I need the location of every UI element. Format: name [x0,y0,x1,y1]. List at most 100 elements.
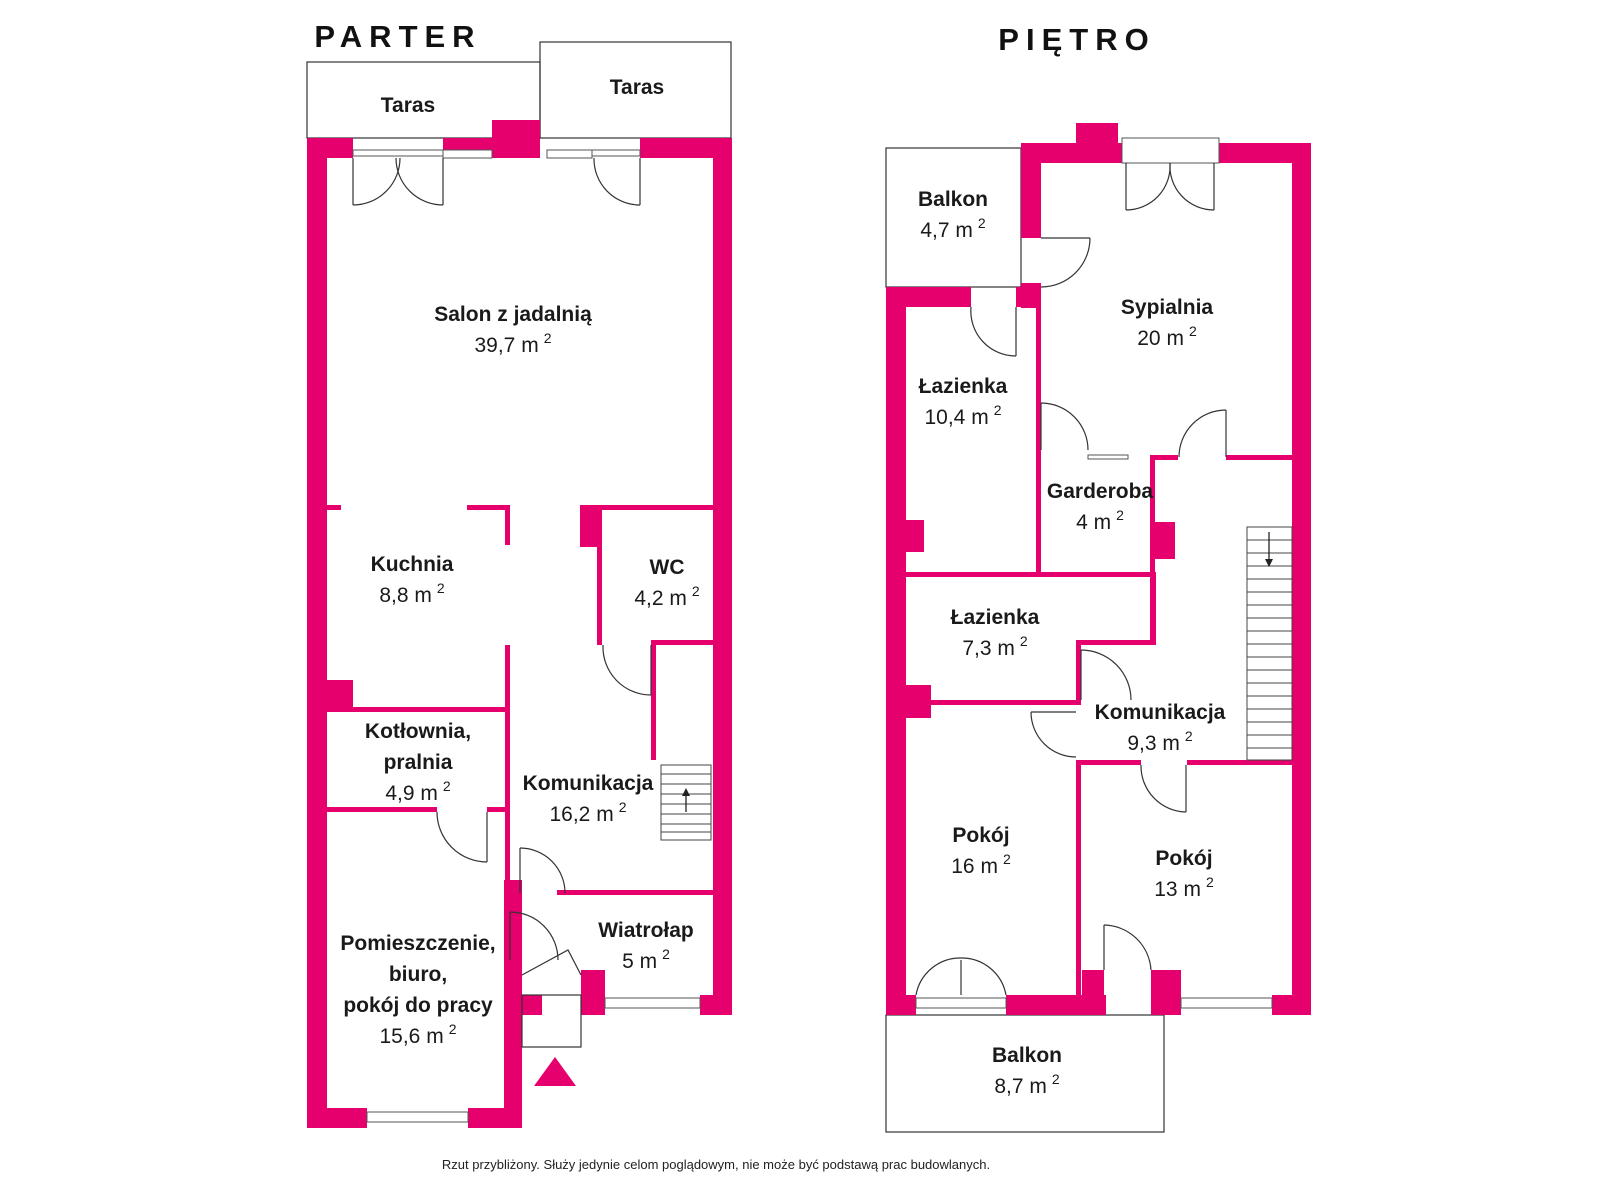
wall-top [1219,143,1311,163]
area-exponent: 2 [619,799,627,815]
wall [505,505,510,545]
wall [1006,995,1106,1015]
area-unit: m [596,803,614,826]
wall-left [307,138,327,1128]
room-name-taras2: Taras [610,76,664,99]
wall [906,995,916,1015]
area-unit: m [955,219,973,242]
door [1040,402,1089,451]
area-exponent: 2 [544,330,552,346]
wall-bottom [327,1108,367,1128]
room-name-lazienka1: Łazienka [919,375,1008,398]
window [1087,454,1129,460]
window [604,997,701,1009]
area-value: 16 [951,855,980,878]
area-unit: m [426,1025,444,1048]
area-value: 5 [622,950,640,973]
wall [327,707,510,712]
area-exponent: 2 [1116,507,1124,523]
area-value: 4 [1076,511,1094,534]
window [366,1111,469,1123]
area-exponent: 2 [692,583,700,599]
wall [581,970,605,1015]
wall [640,138,731,158]
wall [1082,970,1104,1015]
door [915,957,1007,996]
wall-right [1292,143,1311,1015]
area-value: 4,7 [920,219,955,242]
area-unit: m [669,587,687,610]
wall [906,700,1081,705]
window [1121,137,1220,164]
area-exponent: 2 [449,1021,457,1037]
entrance-step [521,994,582,1048]
window [546,149,593,159]
area-unit: m [420,782,438,805]
door [1040,237,1091,288]
wall [327,807,437,812]
room-name-kuchnia: Kuchnia [371,553,454,576]
wall [1150,455,1178,460]
wall [1150,575,1156,645]
wall [1021,143,1041,238]
stairs-up-arrow-icon [682,788,690,812]
wall [1081,640,1156,645]
room-name-garderoba: Garderoba [1047,480,1154,503]
room-name-wc: WC [650,556,685,579]
wall [906,520,924,552]
wall [467,505,510,510]
window [442,149,493,159]
area-exponent: 2 [662,946,670,962]
wall [1187,760,1292,765]
balcony-top-outline [885,147,1022,288]
room-name-balkon1: Balkon [918,188,988,211]
door [521,949,582,976]
door [1030,711,1077,758]
area-value: 39,7 [474,334,521,357]
area-unit: m [997,637,1015,660]
room-name-pomieszczenie: biuro, [389,963,447,986]
area-unit: m [1029,1075,1047,1098]
area-unit: m [1166,327,1184,350]
area-unit: m [1094,511,1112,534]
area-value: 13 [1154,878,1183,901]
area-exponent: 2 [1185,728,1193,744]
wall [651,640,713,645]
area-value: 8,7 [994,1075,1029,1098]
room-name-salon: Salon z jadalnią [434,303,592,326]
room-name-wiatrolap: Wiatrołap [598,919,693,942]
room-name-taras1: Taras [381,94,435,117]
door [519,847,566,894]
area-value: 9,3 [1127,732,1162,755]
wall [327,680,353,712]
area-value: 15,6 [379,1025,426,1048]
stairs-down-arrow-icon [1265,532,1273,567]
door [436,811,488,863]
area-value: 10,4 [924,406,971,429]
room-name-komunikacja2: Komunikacja [1095,701,1226,724]
area-exponent: 2 [1206,874,1214,890]
door [1178,409,1227,458]
room-name-pokoj1: Pokój [952,824,1009,847]
stairs [660,764,712,841]
wall-left [886,287,906,1015]
upper-floor-title: PIĘTRO [998,22,1155,57]
door [1080,649,1132,701]
wall [522,995,542,1015]
wall [1155,522,1175,559]
wall [906,572,1156,577]
ground-floor-plan [306,41,732,1128]
area-unit: m [521,334,539,357]
area-value: 16,2 [549,803,596,826]
